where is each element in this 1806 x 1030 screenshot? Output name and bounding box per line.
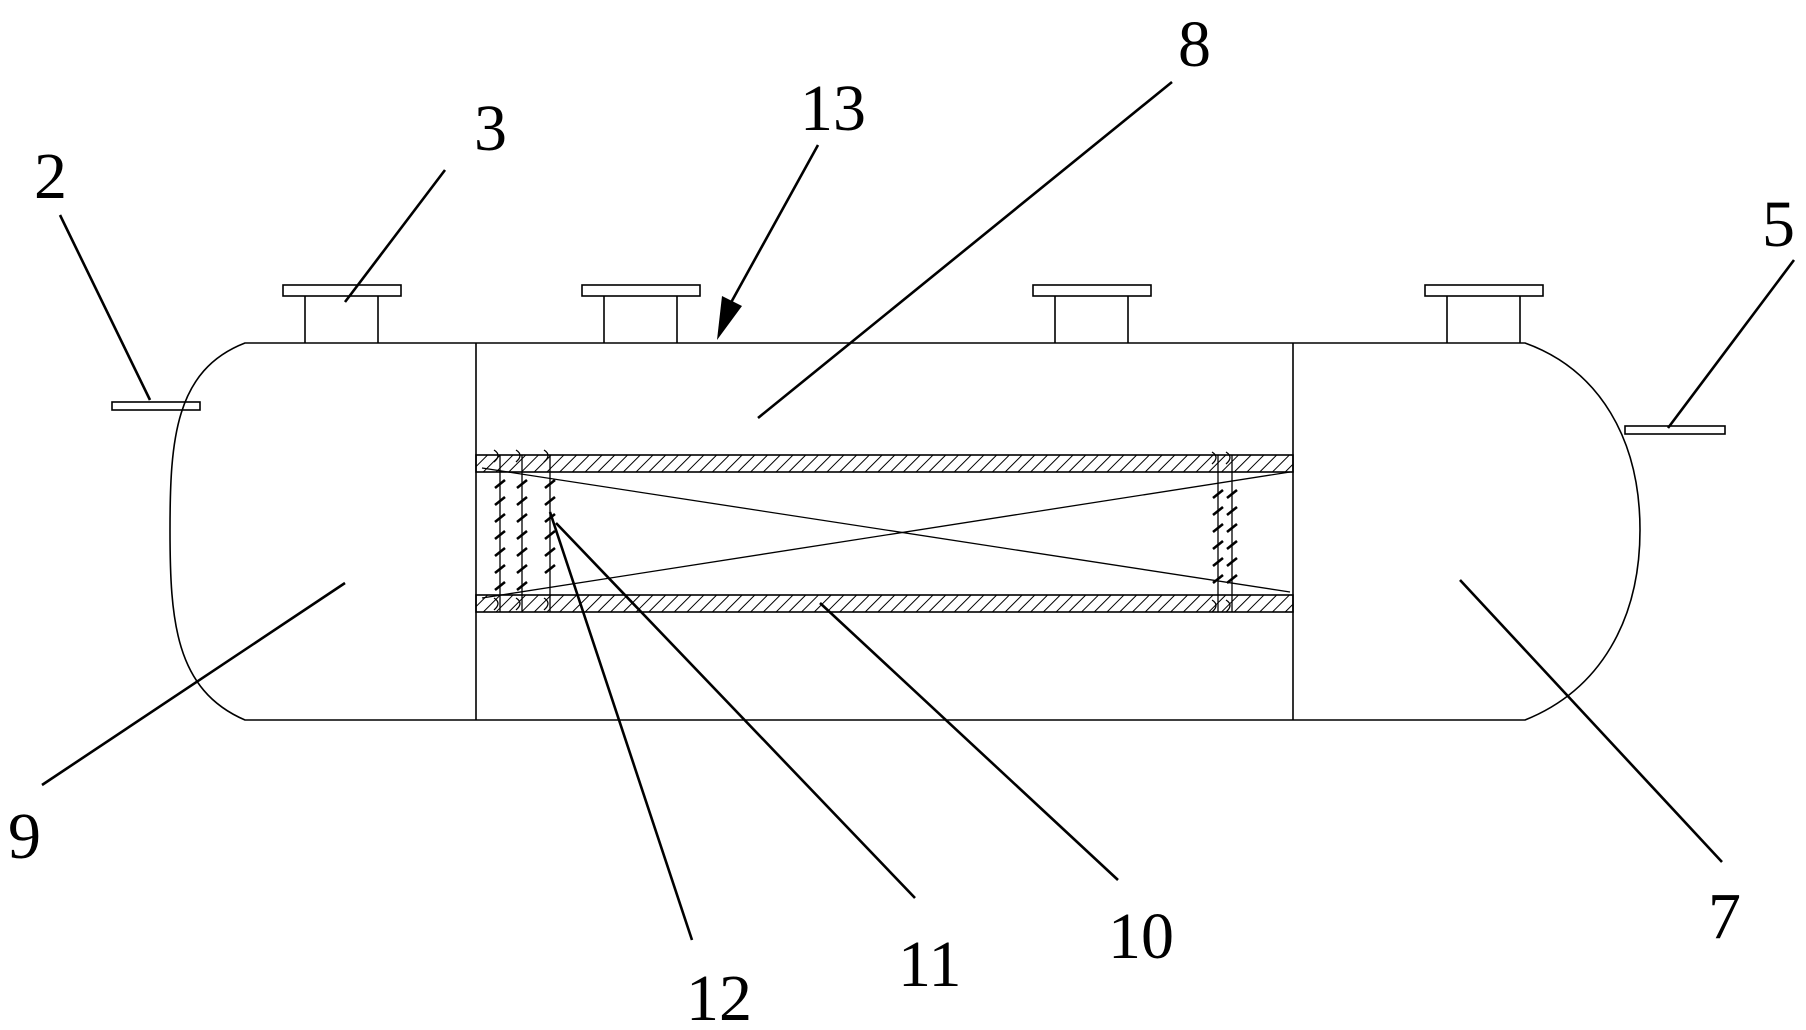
right-coil-columns [1211, 451, 1238, 613]
leader-5 [1666, 259, 1796, 429]
label-11: 11 [898, 928, 962, 1001]
label-13: 13 [800, 72, 866, 145]
leader-10 [819, 602, 1119, 881]
label-10: 10 [1108, 900, 1174, 973]
inner-tube-bottom-wall [475, 594, 1294, 613]
cross-wire-b [481, 471, 1291, 599]
leader-2 [58, 214, 152, 401]
label-7: 7 [1708, 880, 1741, 953]
top-nozzle-4 [1424, 284, 1544, 343]
arrowhead-13 [717, 296, 742, 340]
label-5: 5 [1762, 188, 1795, 261]
leader-13 [726, 144, 820, 309]
leader-11 [555, 522, 916, 899]
top-nozzle-1 [282, 284, 402, 343]
label-2: 2 [34, 140, 67, 213]
leader-9 [41, 581, 346, 787]
left-coil-columns [493, 449, 556, 612]
top-nozzle-3 [1032, 284, 1152, 343]
label-12: 12 [686, 962, 752, 1030]
cross-wire-a [481, 467, 1291, 593]
leader-7 [1459, 579, 1723, 863]
leader-3 [343, 169, 447, 303]
left-inlet-pipe [111, 401, 201, 411]
right-outlet-pipe [1624, 425, 1726, 435]
leader-12 [548, 511, 694, 941]
top-nozzle-2 [581, 284, 701, 343]
vessel-shell [169, 342, 1641, 721]
label-8: 8 [1178, 8, 1211, 81]
label-3: 3 [474, 92, 507, 165]
inner-tube-top-wall [475, 454, 1294, 473]
leader-8 [757, 80, 1173, 420]
label-9: 9 [8, 800, 41, 873]
